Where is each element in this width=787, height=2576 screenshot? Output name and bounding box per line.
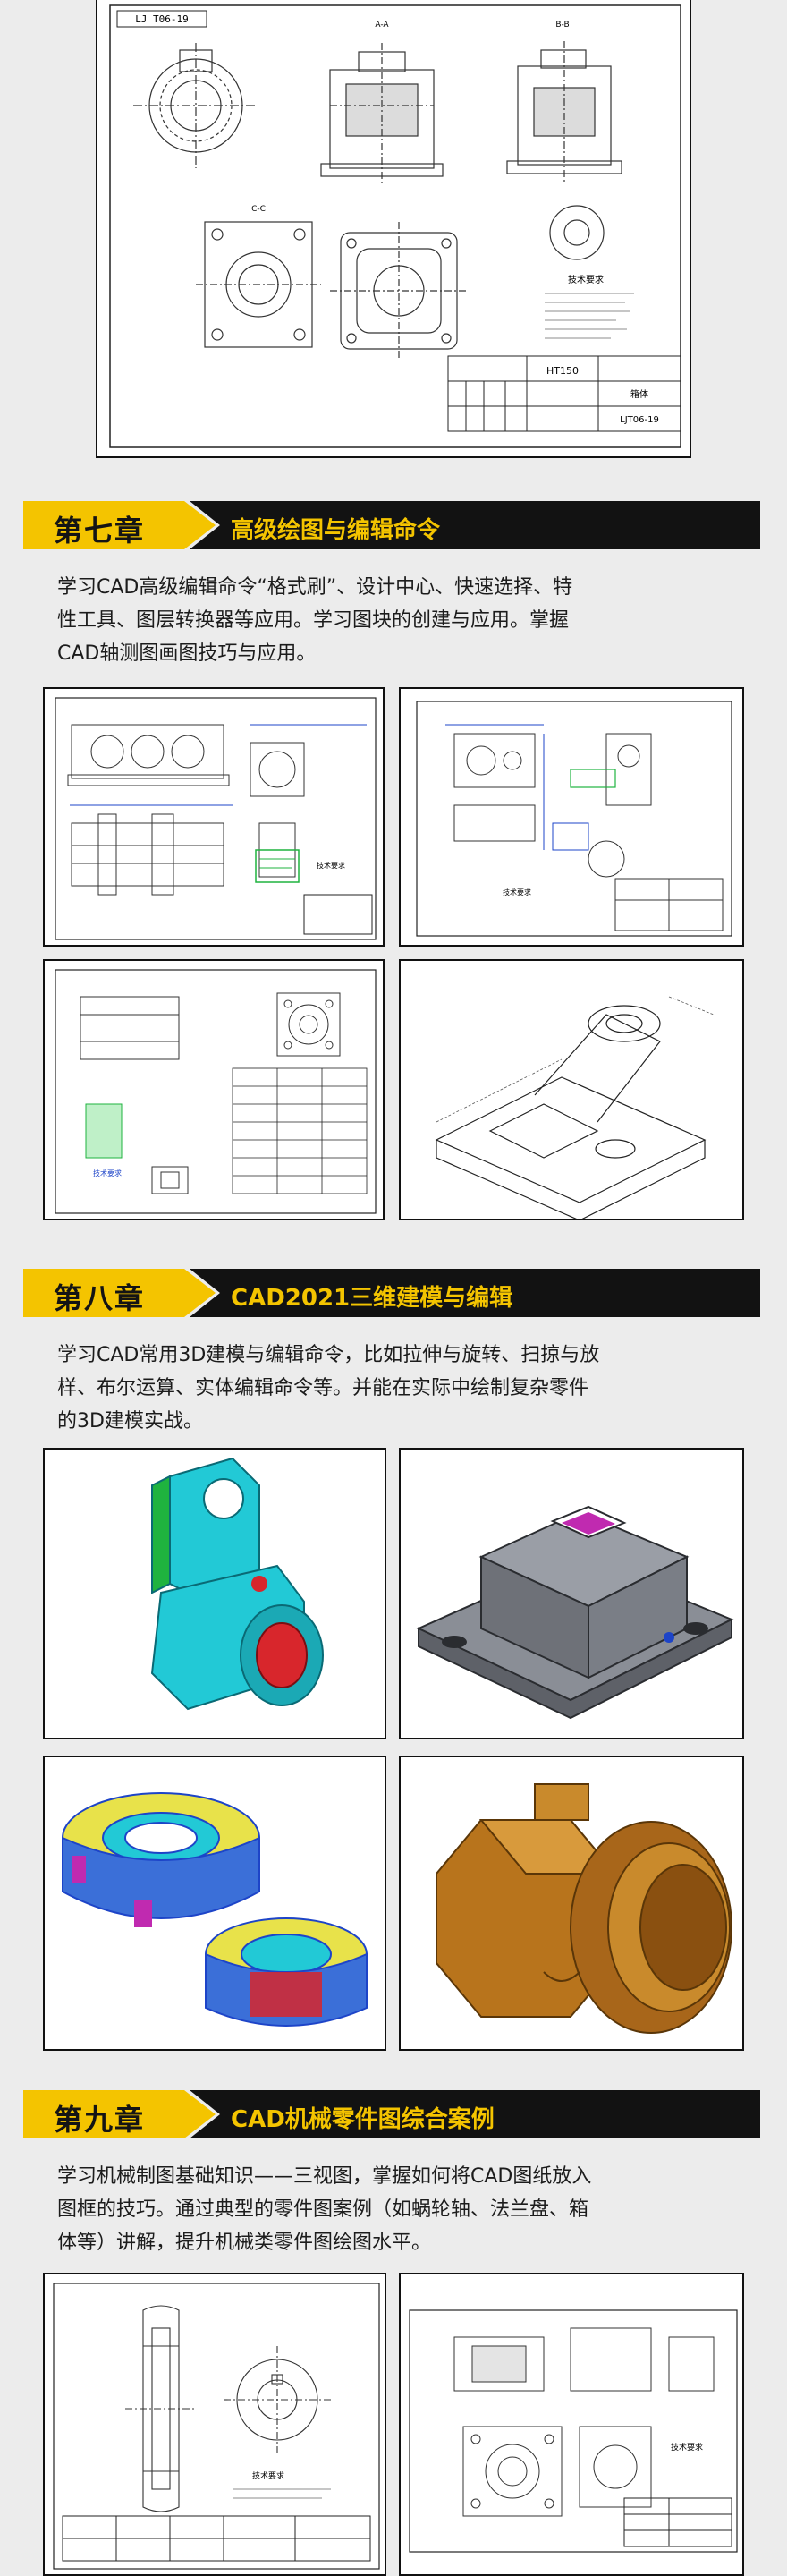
gallery-image-bracket: 技术要求 — [399, 687, 744, 947]
gallery-image-gearbox: 技术要求 — [43, 687, 385, 947]
gallery-image-worm-wheel: 技术要求 — [43, 2273, 386, 2576]
housing-drawing: LJ T06-19 A-A B-B C — [109, 4, 681, 448]
gallery-image-isometric — [399, 959, 744, 1220]
top-drawing-card: LJ T06-19 A-A B-B C — [96, 0, 691, 458]
banner-yellow-tab — [23, 501, 216, 549]
part-name-text: 箱体 — [630, 388, 648, 400]
chapter-number: 第八章 — [54, 1281, 146, 1315]
box-part-drawing: 技术要求 — [409, 2309, 738, 2553]
tech-req-note: 技术要求 — [93, 1169, 122, 1177]
chapter-banner-7: 第七章 高级绘图与编辑命令 — [23, 501, 760, 549]
tech-req-note: 技术要求 — [503, 888, 531, 897]
bronze-fitting-model — [436, 1783, 732, 2034]
gallery-image-box-part: 技术要求 — [399, 2273, 744, 2576]
chapter-title: CAD2021三维建模与编辑 — [231, 1285, 513, 1312]
section-a-label: A-A — [375, 21, 389, 30]
desc-line: CAD轴测图画图技巧与应用。 — [57, 642, 317, 665]
cutaway-model — [62, 1792, 368, 2027]
flange-table-drawing: 技术要求 — [55, 969, 377, 1214]
sheet-code: LJ T06-19 — [135, 13, 189, 25]
chapter-description-7: 学习CAD高级编辑命令“格式刷”、设计中心、快速选择、特 性工具、图层转换器等应… — [57, 571, 737, 670]
worm-wheel-drawing: 技术要求 — [53, 2283, 380, 2570]
drawing-no-text: LJT06-19 — [620, 415, 659, 425]
tech-req-title: 技术要求 — [568, 274, 604, 285]
section-b-label: B-B — [555, 21, 569, 30]
banner-yellow-tab — [23, 2090, 216, 2138]
desc-line: 体等）讲解，提升机械类零件图绘图水平。 — [57, 2232, 432, 2254]
isometric-drawing — [435, 996, 715, 1219]
banner-yellow-tab — [23, 1269, 216, 1317]
gallery-image-flange-drawing: 技术要求 — [43, 959, 385, 1220]
desc-line: 图框的技巧。通过典型的零件图案例（如蜗轮轴、法兰盘、箱 — [57, 2198, 589, 2221]
material-text: HT150 — [546, 365, 579, 377]
desc-line: 的3D建模实战。 — [57, 1410, 203, 1433]
gearbox-drawing: 技术要求 — [55, 697, 377, 940]
tech-req-note: 技术要求 — [317, 861, 345, 870]
tech-req-note: 技术要求 — [252, 2470, 284, 2481]
gallery-image-cutaway-part — [43, 1756, 386, 2051]
chapter-title: CAD机械零件图综合案例 — [231, 2106, 495, 2133]
chapter-banner-9: 第九章 CAD机械零件图综合案例 — [23, 2090, 760, 2138]
desc-line: 样、布尔运算、实体编辑命令等。并能在实际中绘制复杂零件 — [57, 1377, 589, 1399]
cyan-bracket-model — [150, 1457, 324, 1711]
tech-req-note: 技术要求 — [671, 2442, 703, 2453]
chapter-number: 第九章 — [54, 2103, 146, 2137]
desc-line: 学习CAD高级编辑命令“格式刷”、设计中心、快速选择、特 — [57, 576, 573, 599]
chapter-description-9: 学习机械制图基础知识——三视图，掌握如何将CAD图纸放入 图框的技巧。通过典型的… — [57, 2160, 737, 2259]
gallery-image-cyan-bracket — [43, 1448, 386, 1739]
chapter-title: 高级绘图与编辑命令 — [231, 517, 441, 544]
desc-line: 学习机械制图基础知识——三视图，掌握如何将CAD图纸放入 — [57, 2165, 592, 2188]
desc-line: 性工具、图层转换器等应用。学习图块的创建与应用。掌握 — [57, 609, 570, 632]
section-c-label: C-C — [251, 205, 266, 214]
chapter-number: 第七章 — [54, 514, 146, 548]
gray-housing-model — [416, 1505, 734, 1720]
gallery-image-bronze-fitting — [399, 1756, 744, 2051]
chapter-description-8: 学习CAD常用3D建模与编辑命令，比如拉伸与旋转、扫掠与放 样、布尔运算、实体编… — [57, 1339, 737, 1438]
bracket-drawing: 技术要求 — [416, 701, 732, 937]
gallery-image-gray-housing — [399, 1448, 744, 1739]
banner-black-bar — [190, 501, 760, 549]
banner-black-bar — [190, 1269, 760, 1317]
banner-black-bar — [190, 2090, 760, 2138]
chapter-banner-8: 第八章 CAD2021三维建模与编辑 — [23, 1269, 760, 1317]
desc-line: 学习CAD常用3D建模与编辑命令，比如拉伸与旋转、扫掠与放 — [57, 1344, 600, 1366]
